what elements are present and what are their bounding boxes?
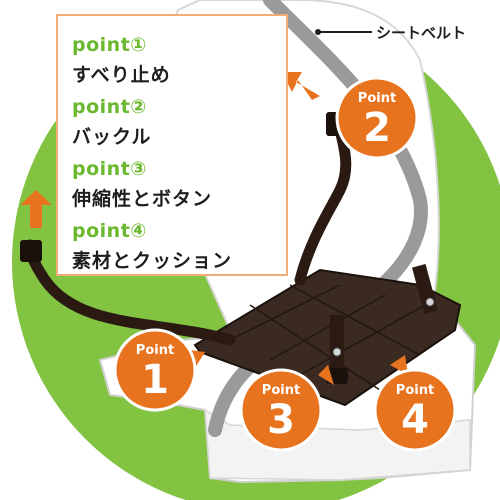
anti-slip-mat <box>193 268 462 407</box>
mat-quilting-4 <box>249 304 381 391</box>
mat-quilting-5 <box>289 284 421 356</box>
badge-2-number: 2 <box>363 105 391 151</box>
point-4-text: 素材とクッション <box>72 250 233 272</box>
point-3-label: point③ <box>72 158 147 180</box>
point-badge-1 <box>113 328 205 412</box>
badge-1-number: 1 <box>141 357 169 403</box>
badge-3-number: 3 <box>267 397 295 443</box>
point-2-label: point② <box>72 96 147 118</box>
point-2-text: バックル <box>72 126 152 148</box>
badge-1-word: Point <box>135 343 175 358</box>
mat-quilting-1 <box>229 284 341 341</box>
arrow-up-left <box>20 190 52 228</box>
front-strap <box>330 315 344 370</box>
point-4-label: point④ <box>72 220 147 242</box>
point-1-label: point① <box>72 34 147 56</box>
badge-4-number: 4 <box>401 397 429 443</box>
points-panel: point① すべり止め point② バックル point③ 伸縮性とボタン … <box>56 14 288 276</box>
point-3-text: 伸縮性とボタン <box>72 188 213 210</box>
badge-4-word: Point <box>395 383 435 398</box>
seatbelt-pointer-dot <box>315 29 321 35</box>
mat-quilting-3 <box>299 304 426 376</box>
mat-quilting-2 <box>269 294 386 361</box>
front-strap-button <box>332 347 342 357</box>
badge-2-word: Point <box>357 91 397 106</box>
point-badge-3 <box>239 365 334 452</box>
point-1-text: すべり止め <box>72 64 171 86</box>
point-badge-2 <box>335 76 419 160</box>
arrow-up-right-diagonal <box>282 72 320 100</box>
point-badge-4 <box>373 355 457 452</box>
side-strap-button <box>425 297 435 307</box>
seatbelt-label: シートベルト <box>376 24 467 42</box>
badge-3-word: Point <box>261 383 301 398</box>
right-strap <box>294 124 352 286</box>
left-strap-buckle <box>20 240 42 262</box>
